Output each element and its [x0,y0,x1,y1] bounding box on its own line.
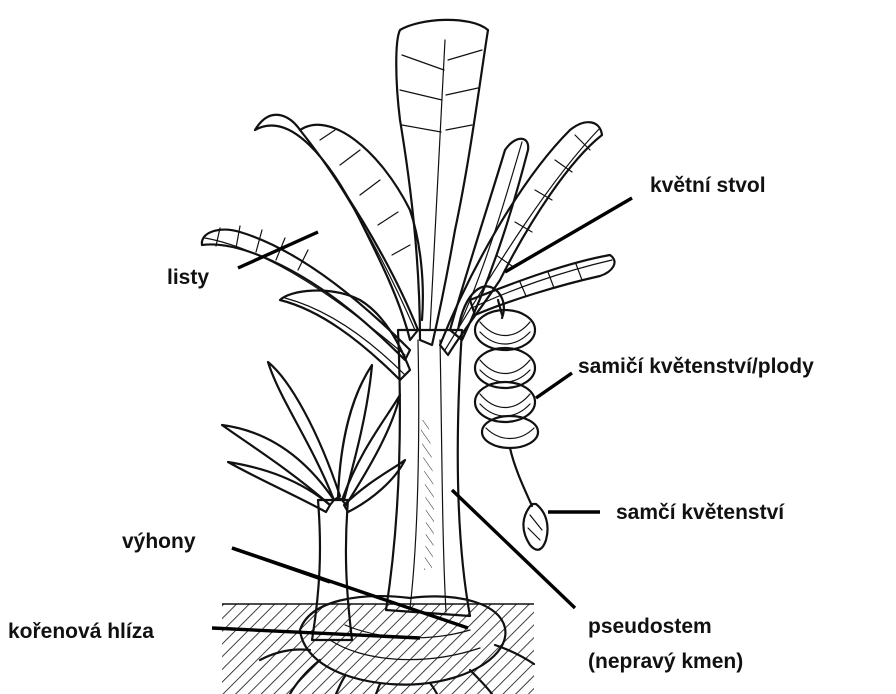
leader-female [536,373,572,398]
label-shoots: výhony [122,530,196,553]
male-bud [523,504,547,550]
label-rhizome: kořenová hlíza [8,620,154,643]
soil [222,604,534,694]
label-male-inflorescence: samčí květenství [616,501,785,524]
label-pseudostem-note: (nepravý kmen) [588,650,743,673]
pseudostem [386,330,470,616]
leader-shoots-2 [232,548,330,582]
label-pseudostem: pseudostem [588,615,712,638]
label-leaves: listy [167,266,209,289]
banana-hands [475,310,538,448]
label-female-inflorescence: samičí květenství/plody [578,355,814,378]
leaves [202,20,615,380]
leader-pseudostem [452,490,575,608]
label-flower-stalk: květní stvol [650,174,766,197]
